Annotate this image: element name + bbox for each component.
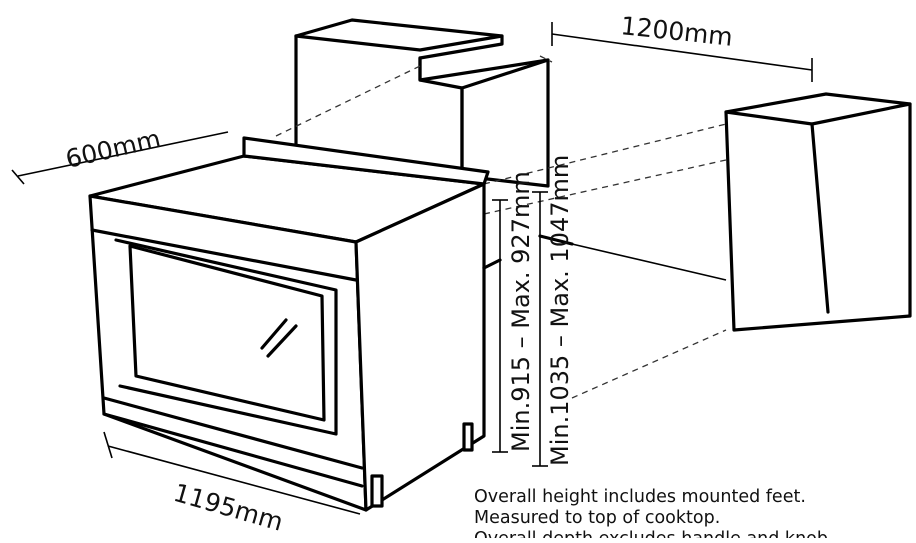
side-bar xyxy=(482,258,502,270)
note-line: Overall height includes mounted feet. xyxy=(474,487,806,507)
guide-line xyxy=(483,159,727,215)
glass-reflection xyxy=(266,324,298,358)
guide-line-solid xyxy=(571,243,727,281)
cooker-unit xyxy=(88,136,574,512)
dim-label-height: Min.915 – Max. 927mm xyxy=(507,171,535,452)
notes-block: Overall height includes mounted feet. Me… xyxy=(474,487,828,543)
guide-line xyxy=(483,123,727,185)
guide-line xyxy=(571,329,727,399)
guide-line xyxy=(275,65,421,137)
right-cabinet-edge xyxy=(810,122,830,314)
dim-label-height-total: Min.1035 – Max. 1047mm xyxy=(546,155,574,466)
cooker-foot xyxy=(370,474,384,508)
control-strip-line xyxy=(90,228,358,282)
guide-line xyxy=(539,55,553,63)
glass-reflection xyxy=(260,318,288,350)
right-cabinet xyxy=(724,92,912,332)
oven-door-frame xyxy=(114,238,338,436)
drawer-line xyxy=(102,396,364,470)
left-cabinet-top-edge xyxy=(294,34,504,52)
oven-window xyxy=(128,244,326,422)
left-cabinet-step xyxy=(418,56,464,90)
cooker-side xyxy=(354,182,486,512)
dim-label-600: 600mm xyxy=(63,124,163,174)
cooker-foot xyxy=(462,422,474,452)
dimension-lines xyxy=(11,22,813,515)
note-line: Measured to top of cooktop. xyxy=(474,508,720,528)
dim-line-600 xyxy=(17,131,229,177)
side-bar xyxy=(538,234,574,246)
note-line: Overall depth excludes handle and knob xyxy=(474,529,828,538)
guide-lines xyxy=(275,55,727,399)
dim-line-1195 xyxy=(107,445,361,515)
drawer-line xyxy=(102,412,364,488)
dim-tick xyxy=(11,169,25,185)
dim-line-1200 xyxy=(551,33,813,71)
dim-tick xyxy=(103,431,113,459)
dim-label-1195: 1195mm xyxy=(170,478,286,537)
